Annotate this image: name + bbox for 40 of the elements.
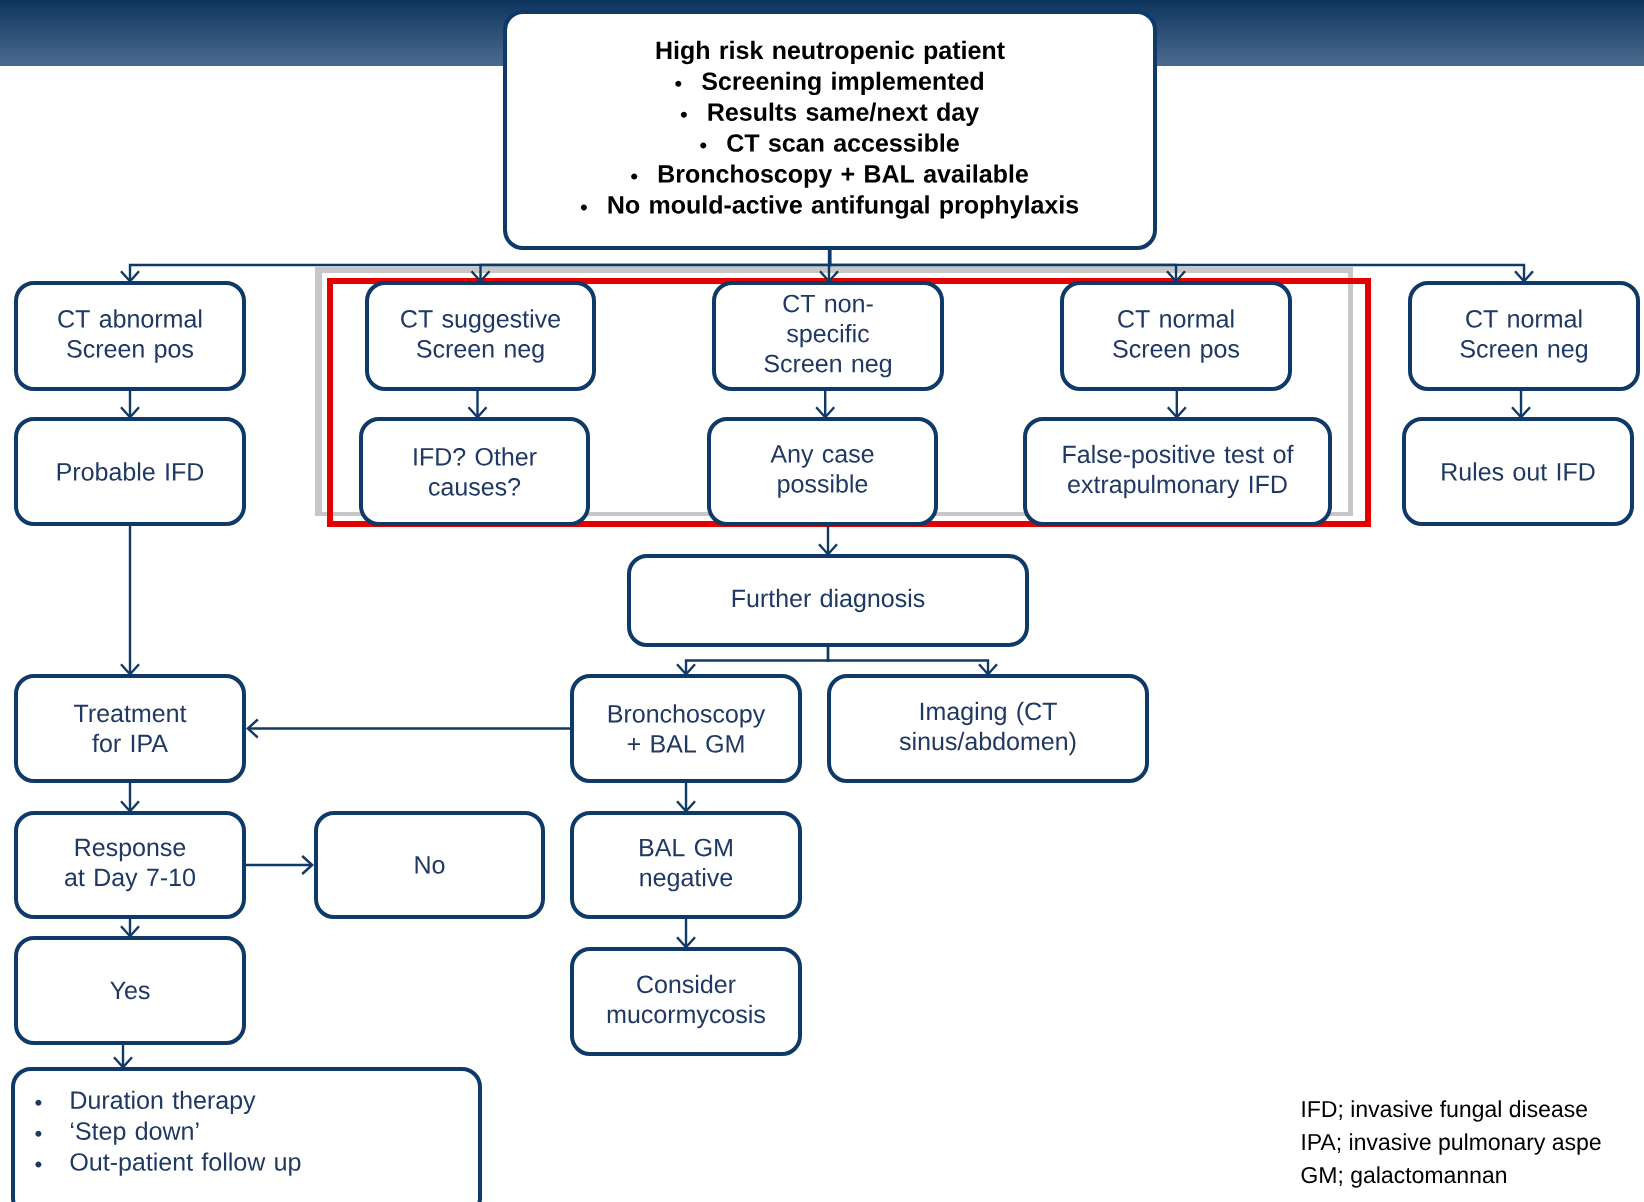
abbreviation-note: IPA; invasive pulmonary aspe bbox=[1302, 1133, 1601, 1155]
arrow bbox=[1511, 389, 1531, 419]
flow-box: CT suggestive Screen neg bbox=[365, 281, 596, 391]
arrow bbox=[120, 781, 140, 813]
flow-box: Any case possible bbox=[707, 417, 938, 526]
arrow bbox=[819, 248, 839, 283]
abbreviation-note: IFD; invasive fungal disease bbox=[1302, 1100, 1587, 1122]
flow-box: Bronchoscopy + BAL GM bbox=[570, 674, 802, 783]
flow-box: High risk neutropenic patient Screening implemented Results same/next day CT scan accessible Bronchoscopy + BAL available No mould-active antifungal prophylaxis bbox=[503, 10, 1157, 250]
flow-box: Response at Day 7-10 bbox=[14, 811, 246, 919]
arrow bbox=[120, 524, 140, 676]
arrow bbox=[113, 1043, 133, 1069]
arrow bbox=[467, 389, 488, 419]
arrow bbox=[828, 248, 1534, 283]
flow-box: Further diagnosis bbox=[627, 554, 1029, 647]
flow-box: False-positive test of extrapulmonary IFD bbox=[1023, 417, 1332, 526]
flow-box: IFD? Other causes? bbox=[359, 417, 590, 526]
arrow bbox=[246, 855, 314, 875]
flow-box: CT normal Screen pos bbox=[1060, 281, 1292, 391]
flow-box: No bbox=[314, 811, 545, 919]
arrow bbox=[676, 781, 696, 813]
flow-box: Rules out IFD bbox=[1402, 417, 1634, 526]
flow-box: Imaging (CT sinus/abdomen) bbox=[827, 674, 1149, 783]
flow-box: Yes bbox=[14, 936, 246, 1045]
arrow bbox=[815, 389, 836, 419]
flow-box: CT non-specific Screen neg bbox=[712, 281, 944, 391]
arrow bbox=[120, 389, 140, 419]
arrow bbox=[818, 524, 838, 556]
arrow bbox=[826, 645, 998, 676]
flow-box: CT abnormal Screen pos bbox=[14, 281, 246, 391]
flow-box: BAL GM negative bbox=[570, 811, 802, 919]
flow-box: CT normal Screen neg bbox=[1408, 281, 1640, 391]
flow-box: Duration therapy ‘Step down’ Out-patient follow up bbox=[11, 1067, 482, 1202]
abbreviation-note: GM; galactomannan bbox=[1301, 1166, 1506, 1188]
flow-box: Treatment for IPA bbox=[14, 674, 246, 783]
arrow bbox=[1166, 389, 1187, 419]
flow-box: Probable IFD bbox=[14, 417, 246, 526]
arrow bbox=[246, 718, 570, 739]
flow-box: Consider mucormycosis bbox=[570, 947, 802, 1056]
arrow bbox=[676, 917, 696, 949]
